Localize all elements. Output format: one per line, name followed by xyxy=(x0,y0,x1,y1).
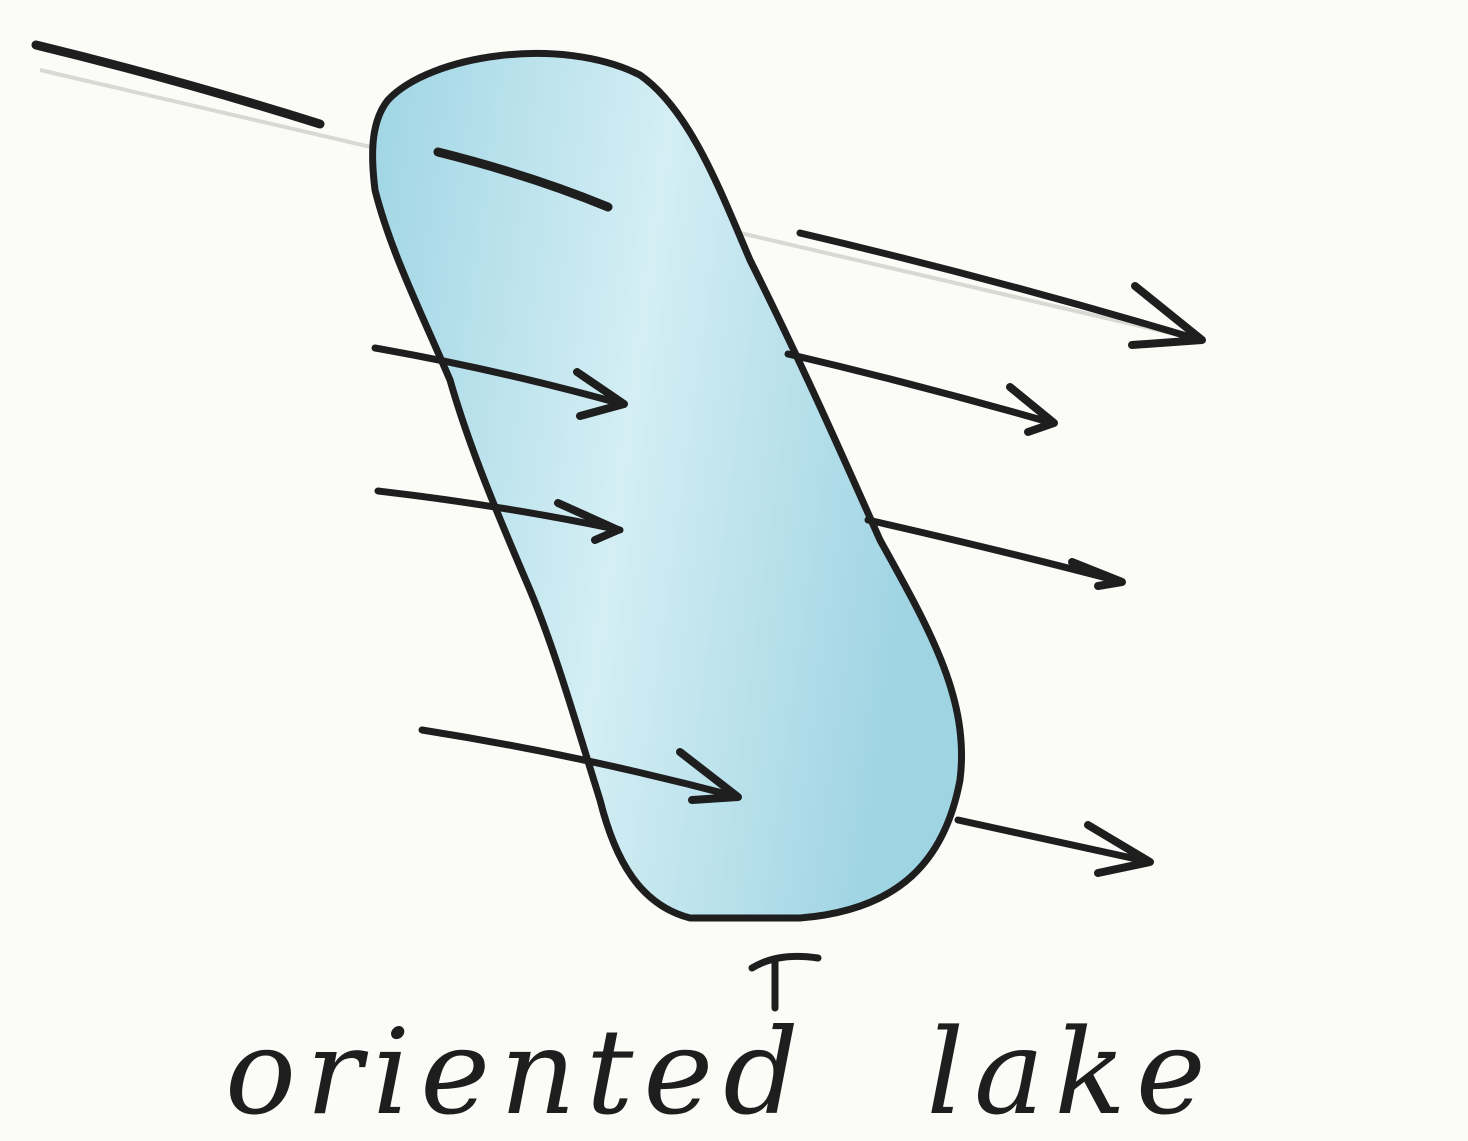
lake-shape xyxy=(373,53,962,918)
wind-line-upper-left xyxy=(36,45,320,124)
arrow-icon xyxy=(958,820,1150,873)
caption-oriented-lake: oriented lake xyxy=(225,1012,1425,1132)
pointer-arrow-icon xyxy=(752,956,818,1008)
arrow-icon xyxy=(868,520,1122,586)
